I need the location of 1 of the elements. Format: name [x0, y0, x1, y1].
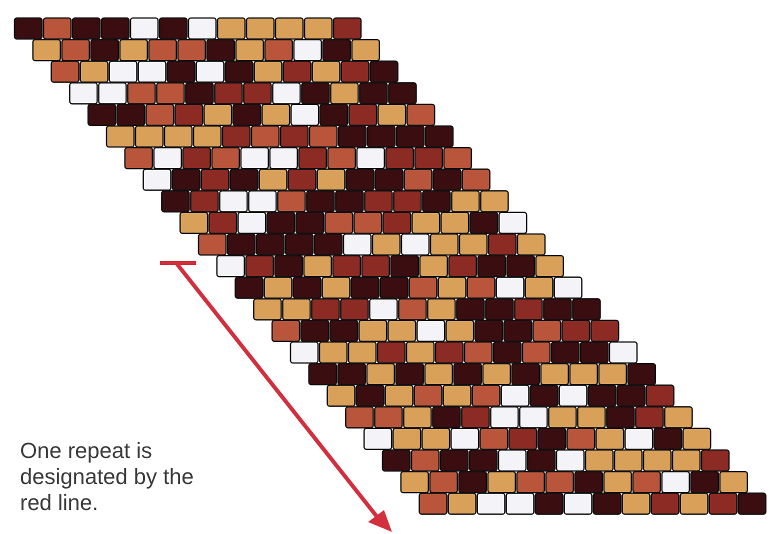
note-text: One repeat is designated by the red line. — [20, 438, 195, 516]
